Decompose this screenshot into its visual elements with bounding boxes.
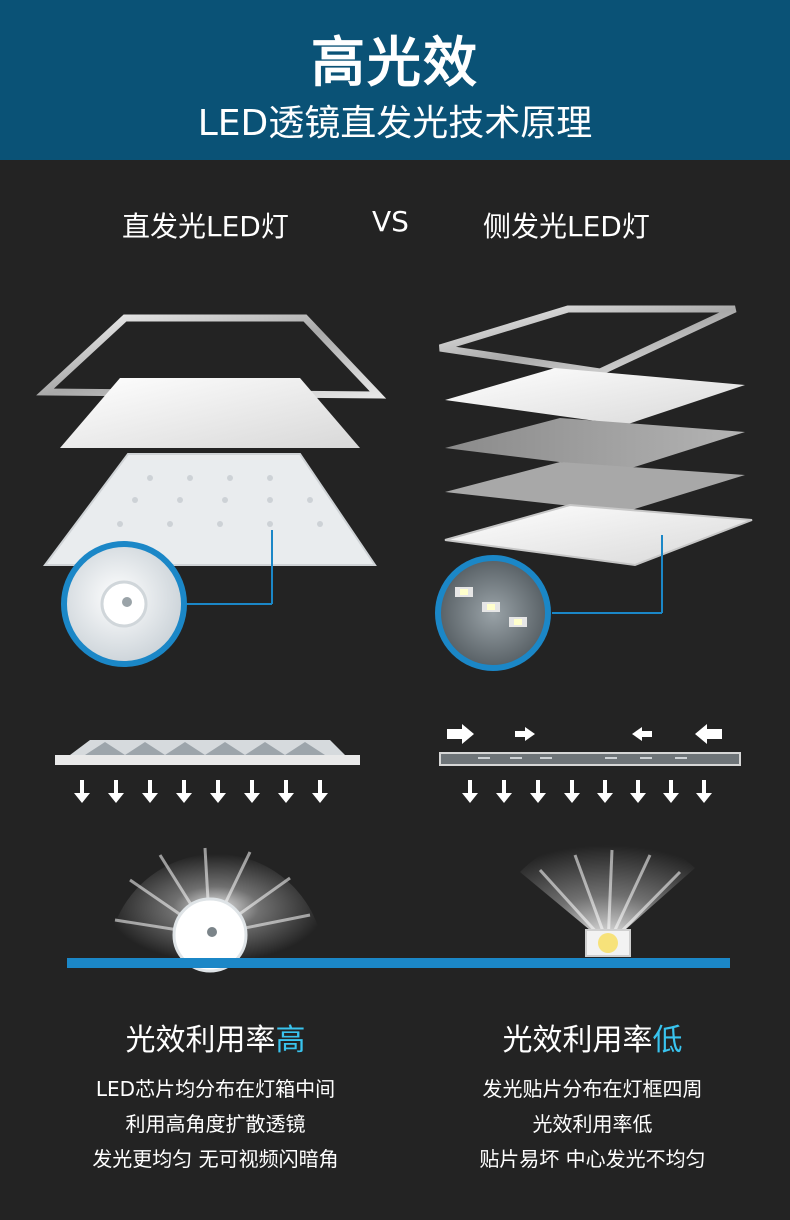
left-backplate <box>43 453 377 566</box>
edge-lit-panel-exploded <box>435 305 753 671</box>
right-desc-line-1: 发光贴片分布在灯框四周 <box>482 1077 703 1101</box>
left-diffuser <box>60 378 360 448</box>
right-layer-grey-light <box>445 462 745 512</box>
page-subtitle: LED透镜直发光技术原理 <box>197 103 593 144</box>
left-product-label: 直发光LED灯 <box>122 210 289 243</box>
right-caption-prefix: 光效利用率 <box>502 1023 653 1058</box>
right-product-label: 侧发光LED灯 <box>483 210 650 243</box>
right-desc-line-3: 贴片易坏 中心发光不均匀 <box>479 1147 706 1171</box>
left-light-emission <box>108 847 324 973</box>
left-desc-line-2: 利用高角度扩散透镜 <box>125 1112 306 1136</box>
right-side-arrows <box>447 724 722 744</box>
left-desc-line-3: 发光更均匀 无可视频闪暗角 <box>92 1147 339 1171</box>
right-layer-base <box>444 503 753 567</box>
right-frame <box>438 305 737 376</box>
page-title: 高光效 <box>311 31 479 94</box>
left-description: LED芯片均分布在灯箱中间 利用高角度扩散透镜 发光更均匀 无可视频闪暗角 <box>18 1072 413 1177</box>
right-zoom-circle <box>435 555 551 671</box>
left-caption-highlight: 高 <box>275 1023 306 1058</box>
left-led-grid <box>117 475 323 527</box>
direct-lit-panel-exploded <box>36 314 387 667</box>
vs-label: VS <box>372 205 409 238</box>
left-caption-prefix: 光效利用率 <box>125 1023 276 1058</box>
right-light-emission <box>520 834 695 957</box>
right-down-arrows <box>462 780 712 803</box>
header-banner: 高光效 LED透镜直发光技术原理 <box>0 0 790 160</box>
right-desc-line-2: 光效利用率低 <box>532 1112 653 1136</box>
left-caption: 光效利用率高 <box>18 1015 413 1059</box>
right-caption-highlight: 低 <box>652 1023 683 1058</box>
right-smd-strip-icon <box>455 587 527 627</box>
right-description: 发光贴片分布在灯框四周 光效利用率低 贴片易坏 中心发光不均匀 <box>395 1072 790 1177</box>
right-caption: 光效利用率低 <box>395 1015 790 1059</box>
left-down-arrows <box>74 780 328 803</box>
left-frame <box>36 314 387 399</box>
right-cross-section <box>439 724 741 803</box>
left-desc-line-1: LED芯片均分布在灯箱中间 <box>95 1077 336 1101</box>
left-cross-section <box>55 740 360 803</box>
right-layer-grey-dark <box>445 418 745 470</box>
left-led-chip-icon <box>122 597 132 607</box>
right-layer-white <box>445 368 745 425</box>
baseline-blue-bar <box>67 958 730 968</box>
